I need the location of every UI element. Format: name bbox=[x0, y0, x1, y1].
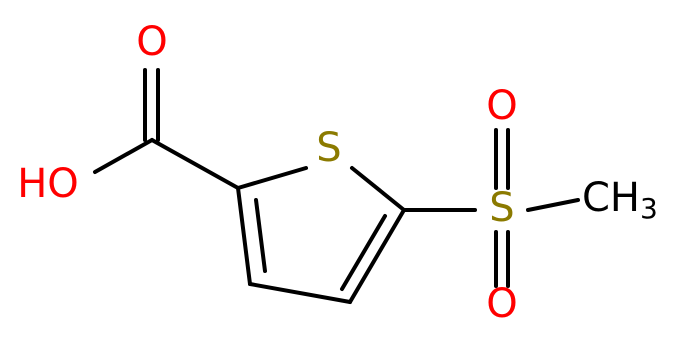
sulfonyl-sulfur-label: S bbox=[489, 185, 514, 231]
bond-c5-c4-inner bbox=[340, 214, 387, 291]
sulfonyl-oxygen-top-label: O bbox=[486, 83, 517, 129]
bond-c-oh bbox=[93, 138, 154, 174]
methyl-symbol: CH bbox=[582, 175, 640, 221]
carbonyl-oxygen-label: O bbox=[136, 19, 167, 65]
sulfonyl-oxygen-bottom-label: O bbox=[486, 281, 517, 327]
ring-sulfur-label: S bbox=[316, 125, 341, 171]
bond-c-ring bbox=[150, 138, 240, 190]
bonds bbox=[93, 68, 580, 304]
bond-so2-ch3 bbox=[526, 198, 580, 212]
hydroxyl-label: HO bbox=[17, 161, 79, 207]
methyl-subscript: 3 bbox=[640, 192, 658, 225]
bond-c3-c2 bbox=[236, 186, 252, 286]
bond-c2-s1 bbox=[236, 166, 308, 190]
methyl-label: CH3 bbox=[582, 175, 658, 225]
bond-s1-c5 bbox=[350, 166, 406, 212]
bond-c3-c2-inner bbox=[254, 198, 267, 273]
atom-labels: O HO S S O O CH3 bbox=[17, 19, 658, 327]
bond-c5-c4 bbox=[348, 208, 406, 304]
bond-c4-c3 bbox=[248, 282, 352, 304]
